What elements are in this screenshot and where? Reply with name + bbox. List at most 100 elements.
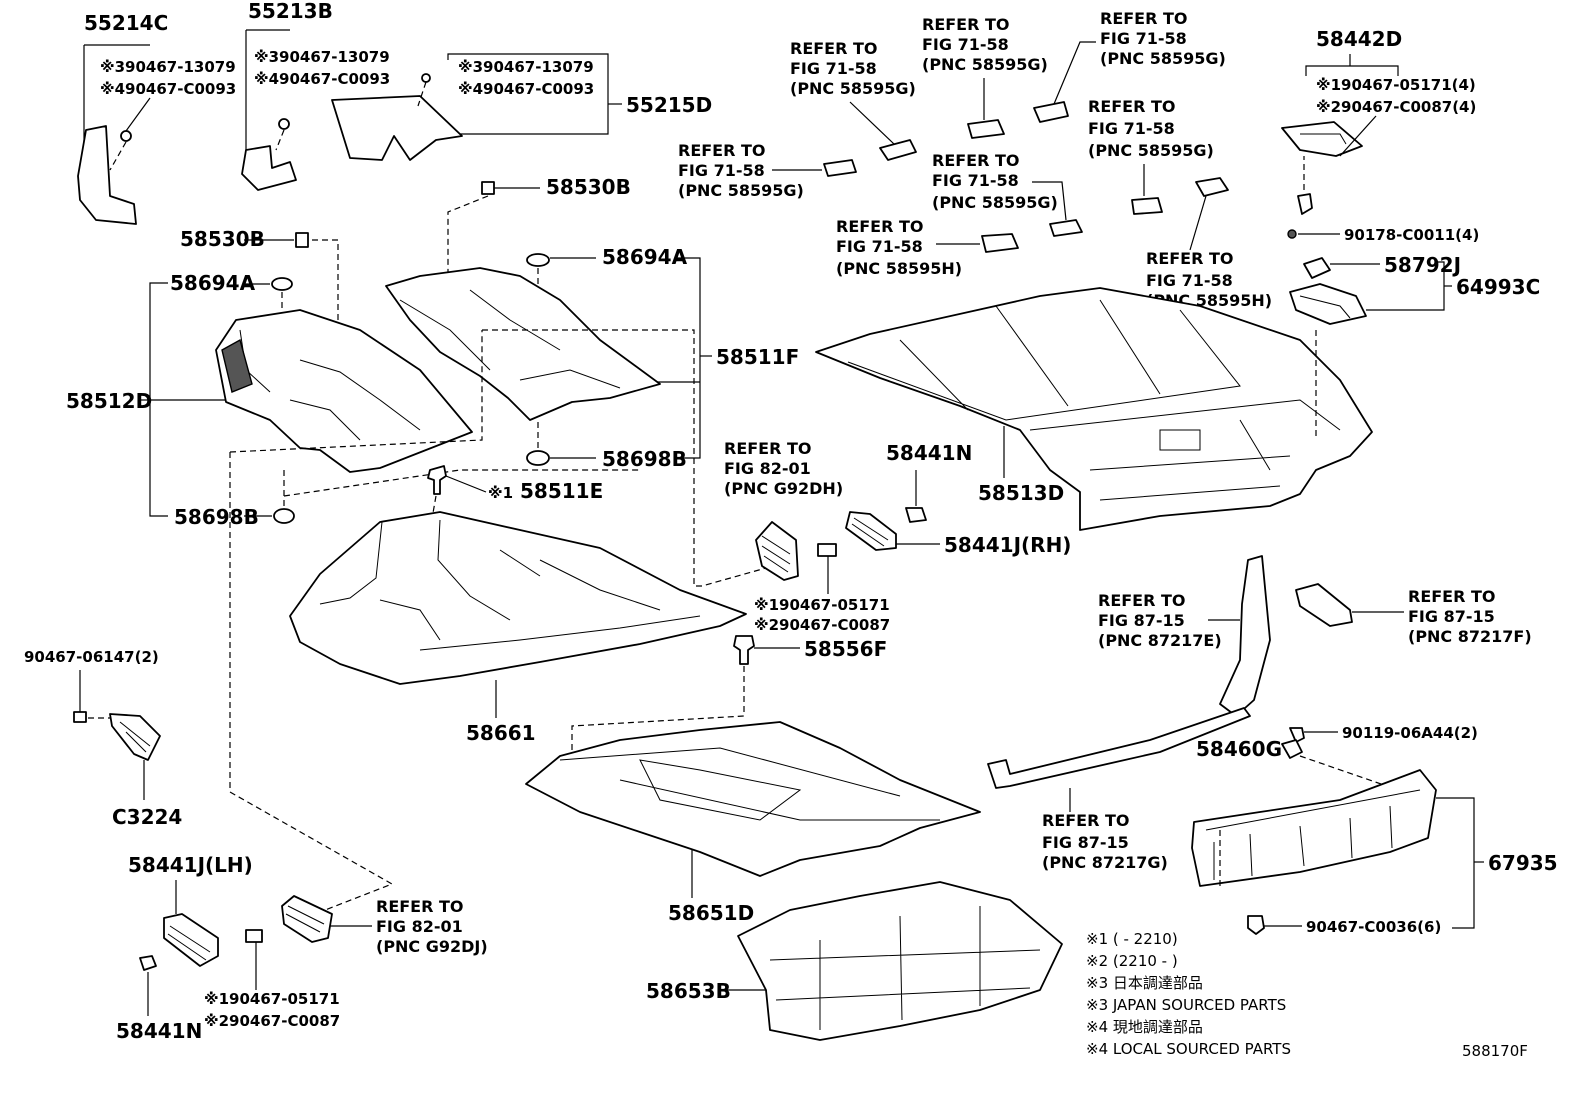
ref-4-fig[interactable]: FIG 71-58	[678, 161, 765, 180]
ref-8-fig[interactable]: FIG 71-58	[1146, 271, 1233, 290]
grille-G92DH[interactable]	[755, 521, 799, 581]
ref-3-fig[interactable]: FIG 71-58	[1100, 29, 1187, 48]
label-58698B-a[interactable]: 58698B	[174, 505, 259, 529]
label-58441J-LH[interactable]: 58441J(LH)	[128, 853, 253, 877]
bracket-r5	[1131, 197, 1163, 215]
label-58442D[interactable]: 58442D	[1316, 27, 1402, 51]
clip-58694A-a	[271, 277, 293, 291]
ref-10-pnc: (PNC G92DJ)	[376, 937, 488, 956]
part-64993C[interactable]	[1289, 283, 1367, 325]
bracket-r8	[1195, 177, 1229, 197]
ref-5-pnc: (PNC 58595G)	[1088, 141, 1214, 160]
rail-87217G[interactable]	[987, 707, 1251, 789]
ref-11-fig[interactable]: FIG 87-15	[1098, 611, 1185, 630]
bolt-90119	[1289, 727, 1305, 743]
label-58460G[interactable]: 58460G	[1196, 737, 1282, 761]
bolt-55213B-3[interactable]: ※390467-13079	[254, 48, 390, 66]
part-58442D[interactable]	[1281, 121, 1363, 157]
clip-58442D	[1297, 193, 1313, 215]
bolt-55214C-3[interactable]: ※390467-13079	[100, 58, 236, 76]
ref-5-fig[interactable]: FIG 71-58	[1088, 119, 1175, 138]
bolt-58441J-LH-1[interactable]: ※190467-05171	[204, 990, 340, 1008]
bolt-55214C-4[interactable]: ※490467-C0093	[100, 80, 236, 98]
bolt-58511E-mark: ※1	[488, 484, 513, 502]
rail-87217E[interactable]	[1219, 555, 1271, 717]
bolt-55213B-4[interactable]: ※490467-C0093	[254, 70, 390, 88]
part-55213B[interactable]	[241, 145, 297, 191]
label-58694A-a[interactable]: 58694A	[170, 271, 256, 295]
part-55214C[interactable]	[77, 125, 137, 225]
label-58698B-b[interactable]: 58698B	[602, 447, 687, 471]
part-58651D[interactable]	[525, 721, 981, 877]
bolt-58441J-RH-2[interactable]: ※290467-C0087	[754, 616, 890, 634]
ref-1-fig[interactable]: FIG 71-58	[790, 59, 877, 78]
part-58653B[interactable]	[737, 881, 1063, 1041]
diagram-code: 588170F	[1462, 1042, 1528, 1060]
label-58511F[interactable]: 58511F	[716, 345, 799, 369]
label-90178[interactable]: 90178-C0011(4)	[1344, 226, 1479, 244]
label-67935[interactable]: 67935	[1488, 851, 1558, 875]
ref-12-fig[interactable]: FIG 87-15	[1408, 607, 1495, 626]
ref-2-fig[interactable]: FIG 71-58	[922, 35, 1009, 54]
part-58513D[interactable]	[815, 287, 1373, 531]
label-58441N-a[interactable]: 58441N	[886, 441, 972, 465]
label-58513D[interactable]: 58513D	[978, 481, 1064, 505]
part-58512D[interactable]	[215, 309, 473, 473]
part-67935[interactable]	[1191, 769, 1437, 887]
bolt-58442D-2[interactable]: ※290467-C0087(4)	[1316, 98, 1476, 116]
ref-6-fig[interactable]: FIG 71-58	[932, 171, 1019, 190]
label-90467-06147[interactable]: 90467-06147(2)	[24, 648, 159, 666]
part-58661[interactable]	[289, 511, 747, 685]
label-55213B[interactable]: 55213B	[248, 0, 333, 23]
label-58441N-b[interactable]: 58441N	[116, 1019, 202, 1043]
label-58651D[interactable]: 58651D	[668, 901, 754, 925]
part-55215D[interactable]	[331, 95, 463, 161]
part-58792J[interactable]	[1303, 257, 1331, 279]
label-55214C[interactable]: 55214C	[84, 11, 168, 35]
bolt-58511E[interactable]	[427, 465, 447, 495]
bolt-58442D-1[interactable]: ※190467-05171(4)	[1316, 76, 1476, 94]
clip-58441N-b	[139, 955, 157, 971]
clip-90467-06147	[73, 711, 87, 723]
part-58441J-RH[interactable]	[845, 511, 897, 551]
clip-90467-C0036	[1247, 915, 1265, 935]
bracket-r1	[879, 139, 917, 161]
label-58653B[interactable]: 58653B	[646, 979, 731, 1003]
bolt-58441J-RH-1[interactable]: ※190467-05171	[754, 596, 890, 614]
part-C3224[interactable]	[109, 713, 161, 761]
label-58512D[interactable]: 58512D	[66, 389, 152, 413]
label-58441J-RH[interactable]: 58441J(RH)	[944, 533, 1071, 557]
ref-13-fig[interactable]: FIG 87-15	[1042, 833, 1129, 852]
label-58530B-b[interactable]: 58530B	[546, 175, 631, 199]
bolt-58441J-LH-2[interactable]: ※290467-C0087	[204, 1012, 340, 1030]
label-64993C[interactable]: 64993C	[1456, 275, 1540, 299]
bracket-r6	[1049, 219, 1083, 237]
label-58556F[interactable]: 58556F	[804, 637, 887, 661]
clip-55215D	[421, 73, 431, 83]
bracket-r7	[981, 233, 1019, 253]
label-55215D[interactable]: 55215D	[626, 93, 712, 117]
rail-87217F[interactable]	[1295, 583, 1353, 627]
label-90119[interactable]: 90119-06A44(2)	[1342, 724, 1478, 742]
ref-7-pnc: (PNC 58595H)	[836, 259, 962, 278]
clip-58556F[interactable]	[733, 635, 755, 665]
grille-G92DJ[interactable]	[281, 895, 333, 943]
label-58661[interactable]: 58661	[466, 721, 536, 745]
label-58530B-a[interactable]: 58530B	[180, 227, 265, 251]
label-58511E[interactable]: 58511E	[520, 479, 603, 503]
ref-7-fig[interactable]: FIG 71-58	[836, 237, 923, 256]
legend-item-2: ※2 (2210 - )	[1086, 952, 1178, 970]
bracket-r4	[823, 159, 857, 177]
bolt-55215D-3[interactable]: ※390467-13079	[458, 58, 594, 76]
legend-item-3: ※3 日本調達部品	[1086, 974, 1203, 992]
label-58792J[interactable]: 58792J	[1384, 253, 1461, 277]
ref-10-fig[interactable]: FIG 82-01	[376, 917, 463, 936]
label-90467-C0036[interactable]: 90467-C0036(6)	[1306, 918, 1441, 936]
label-58694A-b[interactable]: 58694A	[602, 245, 688, 269]
part-58460G[interactable]	[1281, 739, 1303, 759]
part-58511F[interactable]	[385, 267, 661, 421]
ref-13-refer: REFER TO	[1042, 811, 1130, 830]
ref-9-fig[interactable]: FIG 82-01	[724, 459, 811, 478]
bolt-55215D-4[interactable]: ※490467-C0093	[458, 80, 594, 98]
label-C3224[interactable]: C3224	[112, 805, 182, 829]
